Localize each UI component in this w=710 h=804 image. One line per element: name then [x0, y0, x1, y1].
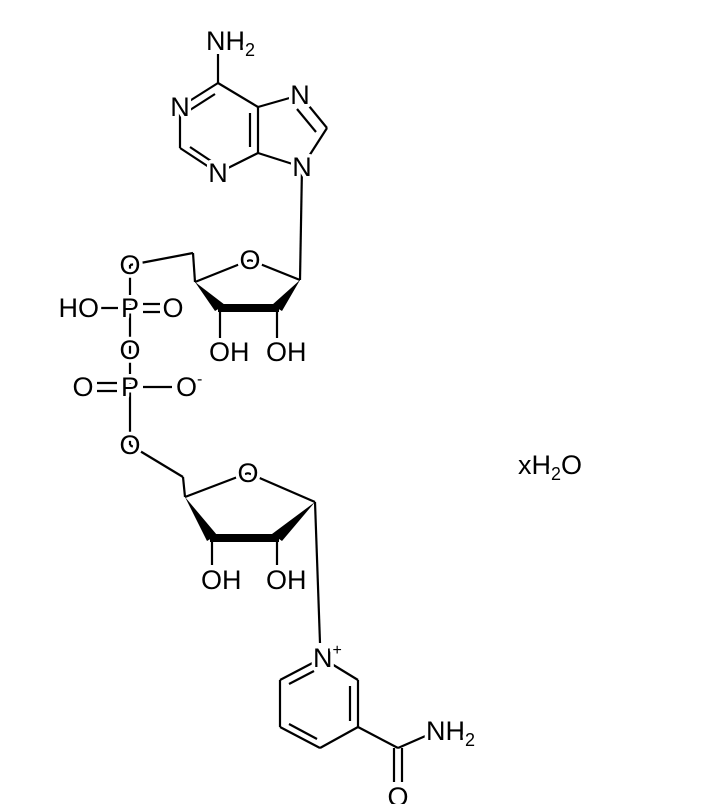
- o5-upper-label: O: [119, 250, 140, 280]
- adenine-n7-label: N: [290, 80, 310, 110]
- lower-ribose-oh3-label: OH: [201, 565, 242, 595]
- hydroxyl-label: HO: [59, 293, 100, 323]
- phosphorus-1-label: P: [121, 293, 139, 323]
- upper-ribose-ring-o-label: O: [239, 245, 260, 275]
- amide-n-label: NH2: [426, 716, 475, 750]
- adenine-n1-label: N: [170, 92, 190, 122]
- p2-anion-label: O-: [176, 371, 202, 402]
- hydrate-label: xH2O: [518, 450, 582, 484]
- bonds: [97, 54, 431, 782]
- p2-oxo-label: O: [72, 372, 93, 402]
- adenine-amine-label: NH2: [206, 26, 255, 60]
- phosphorus-2-label: P: [121, 372, 139, 402]
- pyridinium-n-label: N+: [313, 642, 342, 673]
- atom-labels: NH2 N N N N O OH OH O HO P O O P O O- O …: [55, 23, 586, 804]
- lower-ribose-oh2-label: OH: [266, 565, 307, 595]
- lower-ribose-ring-o-label: O: [237, 458, 258, 488]
- bridge-o-label: O: [119, 335, 140, 365]
- upper-ribose-oh2-label: OH: [266, 337, 307, 367]
- upper-ribose-oh3-label: OH: [209, 337, 250, 367]
- p1-oxo-label: O: [162, 293, 183, 323]
- o5-lower-label: O: [119, 430, 140, 460]
- adenine-n3-label: N: [208, 158, 228, 188]
- amide-o-label: O: [387, 782, 408, 804]
- adenine-n9-label: N: [292, 152, 312, 182]
